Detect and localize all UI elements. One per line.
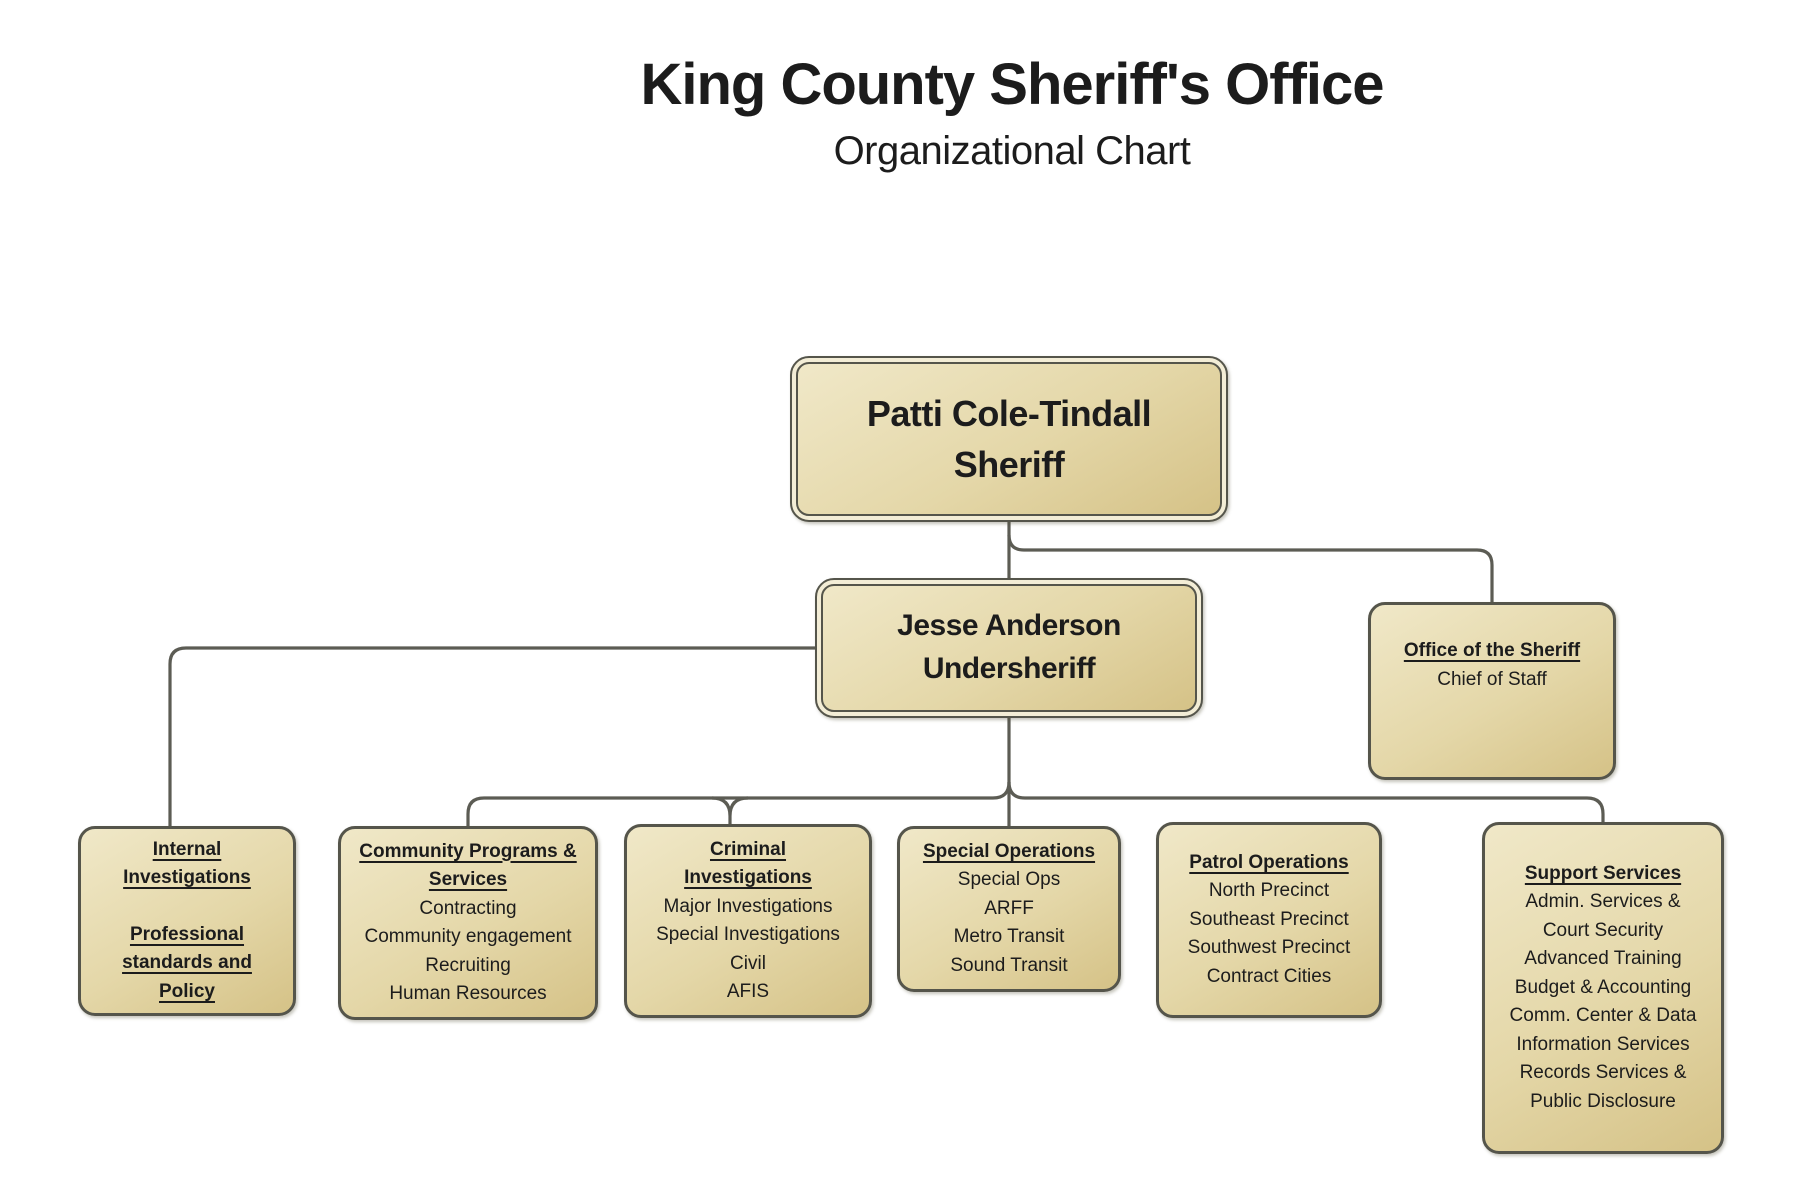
connector-distributor-right bbox=[1007, 781, 1605, 824]
division-item: Major Investigations bbox=[663, 895, 833, 917]
page-subtitle: Organizational Chart bbox=[833, 128, 1191, 173]
sheriff-box-inner: Patti Cole-Tindall Sheriff bbox=[796, 362, 1222, 516]
node-undersheriff: Jesse Anderson Undersheriff bbox=[815, 578, 1203, 718]
specialops-title: Special Operations bbox=[922, 840, 1096, 862]
criminal-title: Criminal Investigations bbox=[684, 838, 812, 889]
node-criminal-investigations: Criminal Investigations Major Investigat… bbox=[624, 824, 872, 1018]
division-item: Records Services & Public Disclosure bbox=[1519, 1062, 1687, 1112]
sheriff-name: Patti Cole-Tindall bbox=[866, 392, 1152, 434]
division-item: Recruiting bbox=[425, 954, 511, 976]
community-title: Community Programs & Services bbox=[359, 840, 577, 891]
connector-criminal-drop bbox=[711, 796, 749, 826]
division-item: Special Ops bbox=[957, 869, 1061, 891]
division-item: Contracting bbox=[419, 897, 517, 919]
division-item: ARFF bbox=[984, 897, 1034, 919]
division-item: Admin. Services & Court Security bbox=[1525, 891, 1681, 941]
division-item: Advanced Training bbox=[1524, 948, 1682, 970]
division-item: Special Investigations bbox=[656, 924, 840, 945]
page-title: King County Sheriff's Office bbox=[640, 52, 1384, 117]
division-item: North Precinct bbox=[1208, 880, 1330, 902]
undersheriff-name: Jesse Anderson bbox=[897, 609, 1121, 643]
division-item: Metro Transit bbox=[953, 926, 1065, 948]
division-item: Human Resources bbox=[389, 983, 547, 1004]
division-item: Southeast Precinct bbox=[1189, 908, 1349, 930]
division-item: Sound Transit bbox=[950, 954, 1068, 976]
node-patrol-operations: Patrol Operations North Precinct Southea… bbox=[1156, 822, 1382, 1018]
connector-sheriff-office bbox=[1007, 534, 1494, 604]
connector-undersheriff-internal bbox=[168, 646, 818, 828]
division-item: Information Services bbox=[1516, 1033, 1690, 1055]
node-community-programs: Community Programs & Services Contractin… bbox=[338, 826, 598, 1020]
division-item: Contract Cities bbox=[1206, 965, 1332, 987]
node-special-operations: Special Operations Special Ops ARFF Metr… bbox=[897, 826, 1121, 992]
connector-distributor-left bbox=[466, 781, 1011, 828]
division-item: Civil bbox=[730, 952, 766, 974]
patrol-title: Patrol Operations bbox=[1189, 851, 1349, 873]
undersheriff-title: Undersheriff bbox=[922, 652, 1096, 685]
division-item: Community engagement bbox=[364, 926, 572, 947]
internal-title2: Professional standards and Policy bbox=[122, 923, 252, 1002]
sheriff-title: Sheriff bbox=[953, 444, 1065, 485]
undersheriff-box-inner: Jesse Anderson Undersheriff bbox=[821, 584, 1197, 712]
office-subtitle: Chief of Staff bbox=[1437, 668, 1547, 690]
office-title: Office of the Sheriff bbox=[1403, 640, 1581, 661]
division-item: AFIS bbox=[726, 981, 770, 1002]
node-support-services: Support Services Admin. Services & Court… bbox=[1482, 822, 1724, 1154]
node-internal-investigations: Internal Investigations Professional sta… bbox=[78, 826, 296, 1016]
division-item: Comm. Center & Data bbox=[1509, 1005, 1697, 1027]
internal-title: Internal Investigations bbox=[123, 838, 251, 889]
page-header: King County Sheriff's Office Organizatio… bbox=[640, 52, 1384, 174]
division-item: Southwest Precinct bbox=[1187, 937, 1351, 959]
node-office-of-the-sheriff: Office of the Sheriff Chief of Staff bbox=[1368, 602, 1616, 780]
support-title: Support Services bbox=[1524, 862, 1682, 884]
division-item: Budget & Accounting bbox=[1514, 976, 1692, 998]
node-sheriff: Patti Cole-Tindall Sheriff bbox=[790, 356, 1228, 522]
